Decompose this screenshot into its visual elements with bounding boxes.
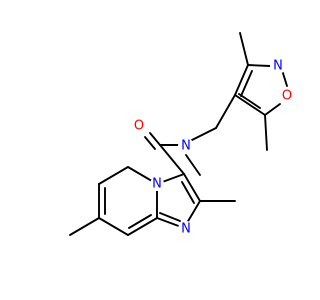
atom-amide-nitrogen: N xyxy=(178,138,194,154)
atom-bridgehead-nitrogen: N xyxy=(150,177,164,192)
isoxazole-nitrogen-label: N xyxy=(273,59,283,74)
bond-layer xyxy=(69,32,288,236)
bond-pyridine-c5-c6 xyxy=(98,166,129,185)
bond-pyridine-c8-c8a xyxy=(127,217,158,236)
bond-c3-carbonyl xyxy=(159,144,185,175)
bond-imidazole-c3-c2 xyxy=(183,173,201,202)
isoxazole-oxygen-label: O xyxy=(282,89,292,104)
bond-amide-n-methyl xyxy=(185,154,201,176)
bridgehead-nitrogen-label: N xyxy=(152,177,162,192)
bond-isox-n2-o1 xyxy=(281,69,288,87)
bond-carbonyl-oxygen-2 xyxy=(144,136,156,150)
bond-isox-methyl-3 xyxy=(239,32,249,66)
atom-carbonyl-oxygen: O xyxy=(131,118,147,134)
atom-imidazole-nitrogen: N xyxy=(178,221,194,237)
bond-carbonyl-oxygen xyxy=(149,132,161,146)
molecule-structure: O N N O N N xyxy=(69,32,295,237)
imidazole-nitrogen-label: N xyxy=(181,222,191,237)
bond-isox-o1-c5 xyxy=(264,103,281,116)
bond-pyridine-c8-c8a-inner xyxy=(128,214,152,229)
carbonyl-oxygen-label: O xyxy=(134,119,144,134)
atom-isoxazole-nitrogen: N xyxy=(270,58,286,74)
bond-amide-n-ch2 xyxy=(191,127,217,141)
bond-ch2-isoxazole xyxy=(215,94,236,129)
bond-isox-methyl-5 xyxy=(264,114,268,151)
bond-imidazole-c3-c2-inner xyxy=(181,181,195,204)
bond-isox-c5-c4 xyxy=(234,94,266,116)
amide-nitrogen-label: N xyxy=(181,139,191,154)
bond-imidazole-n1-c8a-inner xyxy=(159,212,181,222)
atom-label-layer: O N N O N N xyxy=(131,58,295,237)
bond-isox-c5-c4-inner xyxy=(238,93,261,109)
bond-isox-c3-n2 xyxy=(247,64,271,67)
bond-methyl-7 xyxy=(69,217,100,236)
bond-pyridine-c7-c8 xyxy=(98,217,129,236)
bond-isox-c4-c3-inner xyxy=(240,70,253,97)
atom-isoxazole-oxygen: O xyxy=(279,88,295,104)
bond-isox-c4-c3 xyxy=(234,64,249,96)
